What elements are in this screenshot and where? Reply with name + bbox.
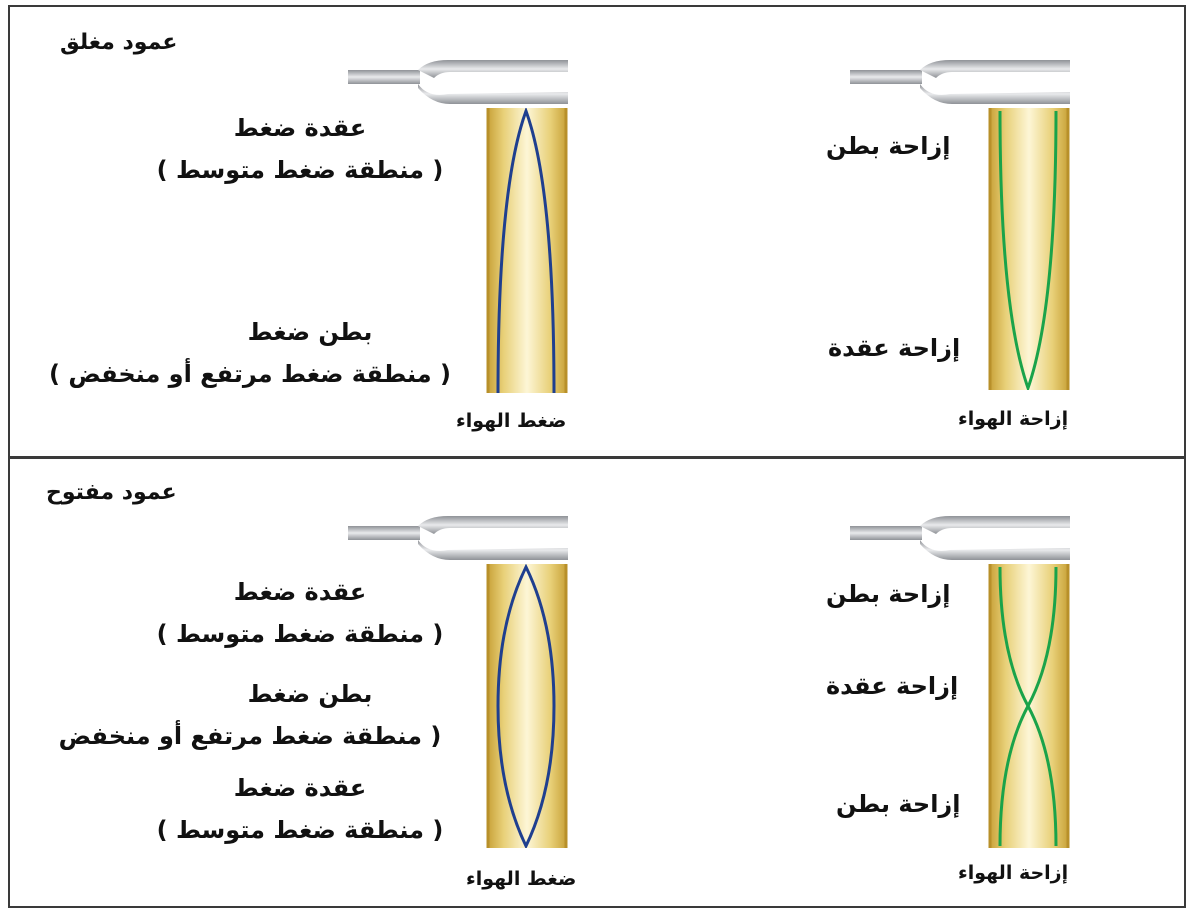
displacement-node-label: إزاحة عقدة — [828, 334, 961, 362]
panel-divider — [8, 456, 1186, 459]
displacement-antinode-label: إزاحة بطن — [826, 132, 951, 160]
pressure-node-label: عقدة ضغط — [233, 578, 367, 606]
panel-title: عمود مغلق — [60, 30, 178, 55]
pressure-caption: ضغط الهواء — [456, 410, 567, 432]
pressure-antinode-label: بطن ضغط — [247, 318, 373, 346]
tuning-fork-icon — [850, 60, 1070, 104]
tuning-fork-icon — [850, 516, 1070, 560]
pressure-curve — [496, 564, 556, 848]
pressure-caption: ضغط الهواء — [466, 868, 577, 890]
open-pressure-tube — [486, 564, 568, 848]
closed-pressure-tube — [486, 108, 568, 393]
pressure-node-label: عقدة ضغط — [233, 114, 367, 142]
displacement-caption: إزاحة الهواء — [958, 862, 1069, 884]
displacement-node-label: إزاحة عقدة — [826, 672, 959, 700]
displacement-caption: إزاحة الهواء — [958, 408, 1069, 430]
displacement-curve — [998, 110, 1058, 390]
pressure-antinode-sub: ( منطقة ضغط مرتفع أو منخفض — [58, 722, 442, 750]
panel-title: عمود مفتوح — [46, 480, 177, 505]
pressure-node-label: عقدة ضغط — [233, 774, 367, 802]
tuning-fork-icon — [348, 60, 568, 104]
pressure-antinode-sub: ( منطقة ضغط مرتفع أو منخفض ) — [49, 360, 451, 388]
open-displacement-tube — [988, 564, 1070, 848]
pressure-node-sub: ( منطقة ضغط متوسط ) — [156, 620, 444, 648]
pressure-node-sub: ( منطقة ضغط متوسط ) — [156, 156, 444, 184]
pressure-node-sub: ( منطقة ضغط متوسط ) — [156, 816, 444, 844]
displacement-curve — [998, 566, 1058, 847]
displacement-antinode-label: إزاحة بطن — [836, 790, 961, 818]
tuning-fork-icon — [348, 516, 568, 560]
pressure-curve — [496, 108, 556, 393]
closed-displacement-tube — [988, 108, 1070, 390]
displacement-antinode-label: إزاحة بطن — [826, 580, 951, 608]
pressure-antinode-label: بطن ضغط — [247, 680, 373, 708]
